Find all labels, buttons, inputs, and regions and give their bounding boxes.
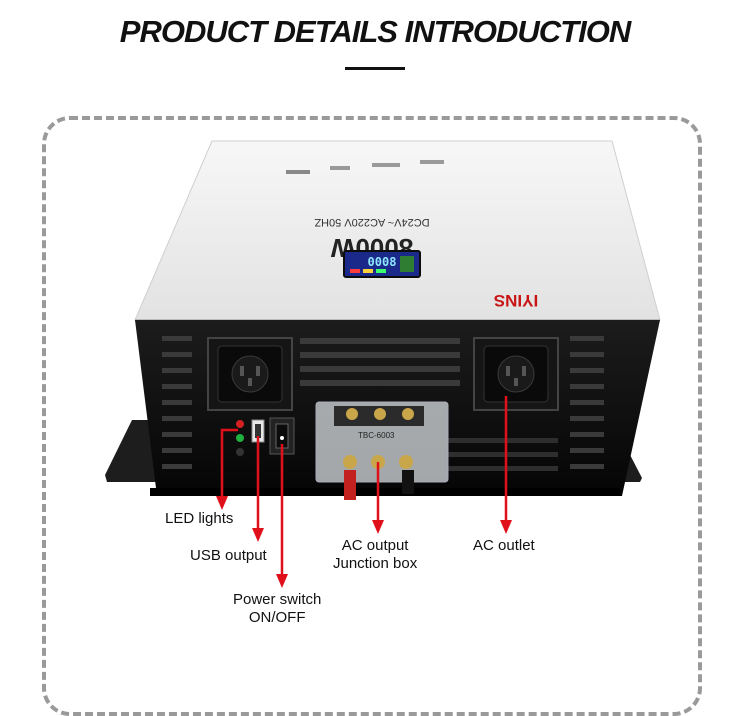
callout-power-switch-line2: ON/OFF [248,609,306,626]
callout-usb-output-label: USB output [190,547,267,564]
lcd-display: 0008 [343,250,421,278]
ac-socket-left [207,337,293,411]
inverter-illustration: 8000W DC24V~ AC220V 50HZ 0008 IYINS [105,140,661,588]
voltage-marking: DC24V~ AC220V 50HZ [314,216,430,228]
junction-box: TBC-6003 [315,401,449,500]
callout-usb-output: USB output [190,547,267,565]
title-underline [345,67,405,70]
callout-ac-outlet: AC outlet [473,537,535,555]
callout-led-lights: LED lights [165,510,233,528]
display-reading: 0008 [368,255,397,269]
callout-power-switch-line1: Power switch [233,591,322,608]
callout-ac-outlet-label: AC outlet [473,537,535,554]
page-title: PRODUCT DETAILS INTRODUCTION [119,14,631,49]
inverter-top-housing [134,140,661,321]
callout-led-lights-label: LED lights [165,510,234,527]
callout-ac-output-line1: AC output [341,537,409,554]
ac-socket-right [473,337,559,411]
callout-ac-output: AC output Junction box [333,537,417,573]
brand-logo: IYINS [494,291,538,310]
callout-power-switch: Power switch ON/OFF [233,591,321,627]
terminal-model: TBC-6003 [358,431,395,440]
callout-ac-output-line2: Junction box [333,555,418,572]
led-lights [236,420,244,456]
